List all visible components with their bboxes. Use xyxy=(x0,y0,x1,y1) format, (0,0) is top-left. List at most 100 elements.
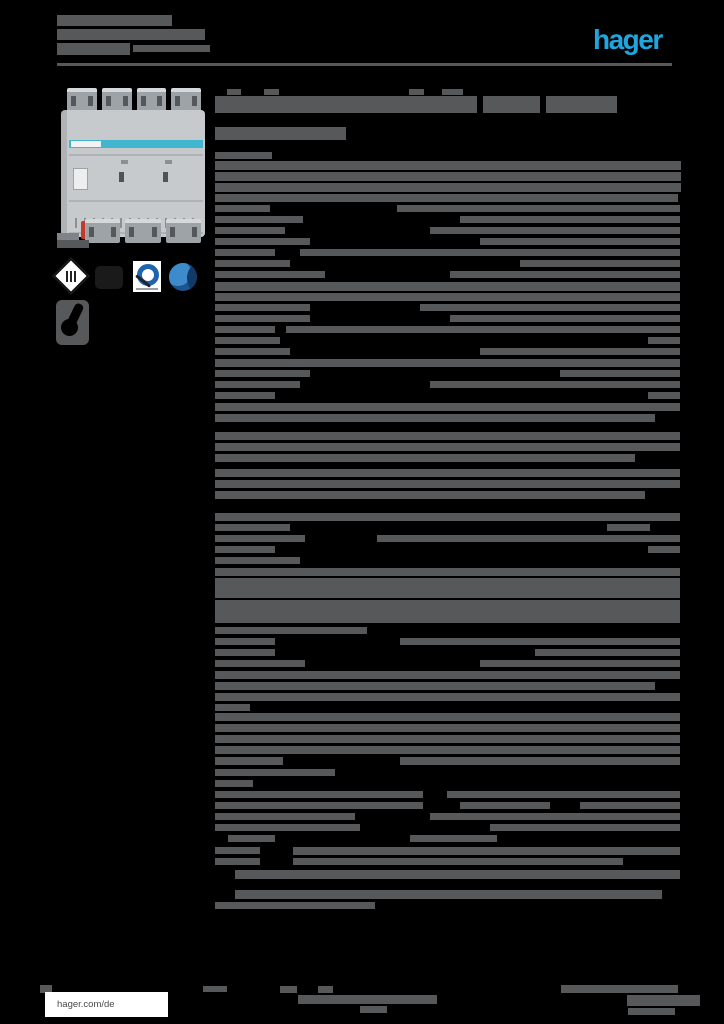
redacted-text-line xyxy=(215,348,290,355)
redacted-text-line xyxy=(57,43,130,55)
redacted-text-line xyxy=(215,824,360,831)
terminal-block xyxy=(125,219,161,243)
redacted-text-line xyxy=(215,271,325,278)
terminal-block xyxy=(165,219,201,243)
redacted-text-line xyxy=(215,513,680,521)
redacted-text-line xyxy=(480,348,680,355)
redacted-text-line xyxy=(215,469,680,477)
redacted-text-line xyxy=(40,985,52,993)
sphere-highlight xyxy=(169,263,191,286)
redacted-text-line xyxy=(546,96,617,113)
redacted-text-line xyxy=(215,746,680,754)
redacted-text-line xyxy=(215,713,680,721)
redacted-text-line xyxy=(215,227,285,234)
redacted-text-line xyxy=(215,194,678,202)
device-cyan-stripe xyxy=(69,140,203,148)
redacted-text-line xyxy=(215,172,681,181)
hand-pictogram-icon xyxy=(56,300,89,345)
redacted-text-line xyxy=(409,89,424,95)
redacted-text-line xyxy=(228,835,275,842)
device-switch xyxy=(73,168,88,190)
footer-website-box: hager.com/de xyxy=(45,992,168,1017)
redacted-text-line xyxy=(215,704,250,711)
terminal-block xyxy=(67,88,97,114)
redacted-text-line xyxy=(215,480,680,488)
redacted-text-line xyxy=(607,524,650,531)
quality-q-certification-logo xyxy=(133,261,161,292)
redacted-text-line xyxy=(215,769,335,776)
redacted-text-line xyxy=(215,524,290,531)
redacted-text-line xyxy=(215,735,680,743)
redacted-text-line xyxy=(215,757,283,765)
redacted-text-line xyxy=(215,403,680,411)
redacted-text-line xyxy=(215,96,477,113)
redacted-text-line xyxy=(450,315,680,322)
redacted-text-line xyxy=(215,847,260,854)
redacted-text-line xyxy=(490,824,680,831)
blue-sphere-certification-logo xyxy=(169,263,197,291)
q-caption-line xyxy=(136,288,158,290)
redacted-text-line xyxy=(215,326,275,333)
product-photo xyxy=(57,88,205,245)
redacted-text-line xyxy=(480,238,680,245)
redacted-text-line xyxy=(430,813,680,820)
redacted-text-line xyxy=(215,671,680,679)
redacted-text-line xyxy=(293,858,623,865)
redacted-text-line xyxy=(293,847,680,855)
hager-logo: hager xyxy=(593,24,663,55)
redacted-text-line xyxy=(215,902,375,909)
device-marking xyxy=(165,160,172,164)
redacted-text-line xyxy=(215,660,305,667)
redacted-text-line xyxy=(535,649,680,656)
redacted-text-line xyxy=(215,546,275,553)
redacted-text-line xyxy=(280,986,297,993)
sphere-shadow xyxy=(187,265,197,291)
redacted-text-line xyxy=(215,432,680,440)
redacted-text-line xyxy=(215,260,290,267)
redacted-text-line xyxy=(215,127,346,140)
redacted-text-line xyxy=(215,791,423,798)
redacted-text-line xyxy=(215,414,655,422)
redacted-text-line xyxy=(648,392,680,399)
redacted-text-line xyxy=(215,359,680,367)
redacted-text-line xyxy=(430,227,680,234)
redacted-text-line xyxy=(286,326,680,333)
redacted-text-line xyxy=(215,568,680,576)
redacted-text-line xyxy=(215,315,310,322)
redacted-text-line xyxy=(215,780,253,787)
redacted-text-line xyxy=(561,985,678,993)
redacted-text-line xyxy=(450,271,680,278)
redacted-text-line xyxy=(215,161,681,170)
redacted-text-line xyxy=(215,638,275,645)
redacted-text-line xyxy=(215,649,275,656)
redacted-text-line xyxy=(215,370,310,377)
device-detail-line xyxy=(69,200,203,202)
redacted-text-line xyxy=(360,1006,387,1013)
redacted-text-line xyxy=(215,183,681,192)
device-label-chip xyxy=(71,141,101,147)
redacted-text-line xyxy=(215,813,355,820)
redacted-text-line xyxy=(520,260,680,267)
redacted-text-line xyxy=(420,304,680,311)
device-bottom-terminals xyxy=(85,219,201,243)
terminal-block xyxy=(85,219,121,243)
redacted-text-line xyxy=(215,693,680,701)
redacted-text-line xyxy=(215,627,367,634)
redacted-text-line xyxy=(264,89,279,95)
redacted-text-line xyxy=(377,535,680,542)
redacted-text-line xyxy=(483,96,540,113)
redacted-text-line xyxy=(215,858,260,865)
redacted-text-line xyxy=(235,890,662,899)
redacted-text-line xyxy=(480,660,680,667)
redacted-text-line xyxy=(430,381,680,388)
footer-website-link[interactable]: hager.com/de xyxy=(57,999,115,1010)
redacted-text-line xyxy=(397,205,680,212)
redacted-text-line xyxy=(215,724,680,732)
redacted-text-line xyxy=(57,15,172,26)
redacted-text-line xyxy=(460,216,680,223)
redacted-text-line xyxy=(627,995,700,1006)
redacted-text-line xyxy=(400,757,680,765)
